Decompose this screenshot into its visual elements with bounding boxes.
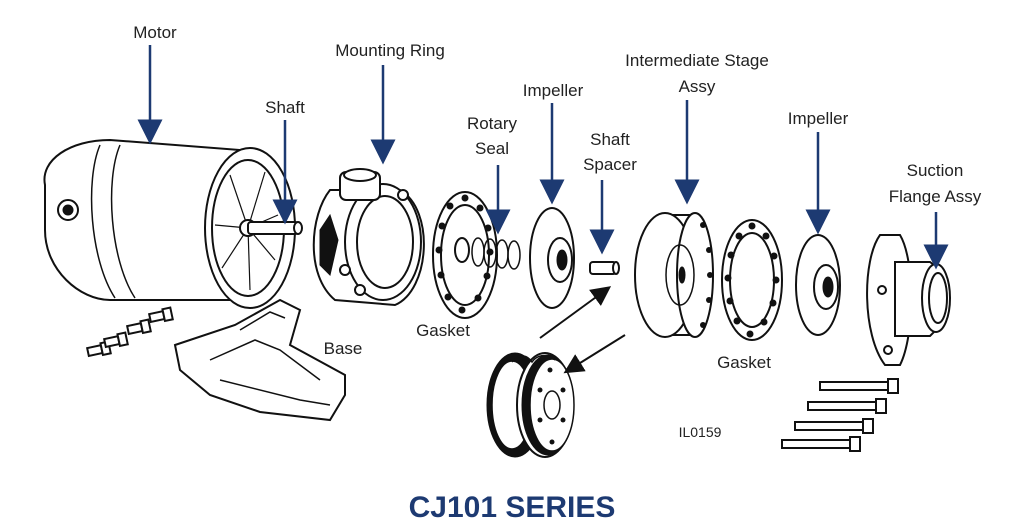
suction-flange-part — [866, 234, 951, 366]
shaft-part — [247, 221, 303, 235]
label-rotary-seal-line1: Rotary — [467, 114, 518, 133]
stack-arrow-up — [539, 286, 612, 339]
impeller-2-part — [795, 234, 841, 336]
label-shaft-spacer-line2: Spacer — [583, 155, 637, 174]
shaft-spacer-part — [589, 261, 620, 275]
motor-bolts — [85, 306, 174, 358]
label-gasket-1: Gasket — [416, 321, 470, 340]
label-impeller-2: Impeller — [788, 109, 849, 128]
label-suction-line1: Suction — [907, 161, 964, 180]
label-base: Base — [324, 339, 363, 358]
label-motor: Motor — [133, 23, 177, 42]
label-shaft: Shaft — [265, 98, 305, 117]
gasket-2-part — [721, 219, 783, 341]
label-mounting-ring: Mounting Ring — [335, 41, 445, 60]
mounting-ring-part — [312, 168, 425, 307]
stage-stack-detail — [486, 352, 575, 458]
motor-part — [43, 138, 296, 309]
label-impeller-1: Impeller — [523, 81, 584, 100]
callout-arrows — [137, 45, 949, 270]
label-intermediate-line2: Assy — [679, 77, 716, 96]
label-gasket-2: Gasket — [717, 353, 771, 372]
label-rotary-seal-line2: Seal — [475, 139, 509, 158]
label-suction-line2: Flange Assy — [889, 187, 982, 206]
impeller-1-part — [529, 207, 575, 309]
stack-arrow-down — [563, 334, 626, 374]
label-shaft-spacer-line1: Shaft — [590, 130, 630, 149]
intermediate-stage-part — [634, 212, 714, 338]
base-part — [173, 298, 346, 422]
figure-code: IL0159 — [679, 424, 722, 440]
suction-bolts — [781, 378, 899, 452]
rotary-seal-part — [454, 237, 521, 270]
label-intermediate-line1: Intermediate Stage — [625, 51, 769, 70]
diagram-title: CJ101 SERIES — [409, 491, 616, 524]
